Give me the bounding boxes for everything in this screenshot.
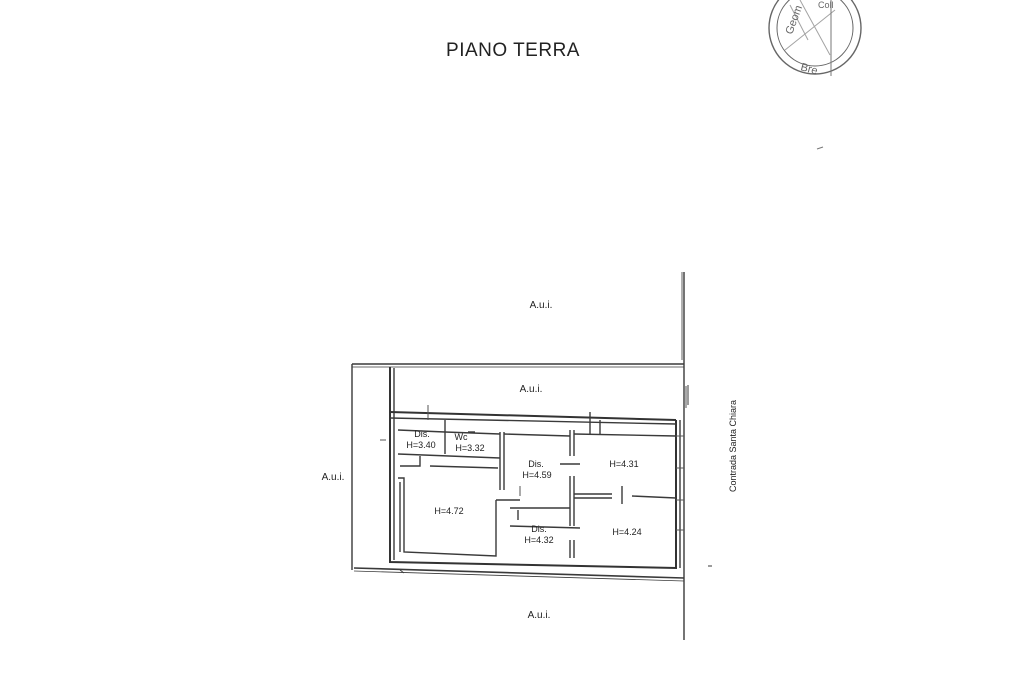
room-ne-height: H=4.31 (609, 459, 638, 469)
label-aui-north-far: A.u.i. (530, 300, 553, 311)
street-label: Contrada Santa Chiara (728, 400, 738, 492)
room-main-height: H=4.72 (434, 506, 463, 516)
svg-text:Bre: Bre (799, 61, 819, 77)
label-aui-south: A.u.i. (528, 610, 551, 621)
plan-title: PIANO TERRA (446, 40, 580, 61)
label-aui-west: A.u.i. (322, 472, 345, 483)
surveyor-stamp: Geom Bre Coll (768, 0, 862, 77)
room-dis-south-height: H=4.32 (524, 535, 553, 545)
room-wc-name: Wc (455, 432, 468, 442)
room-dis-south-name: Dis. (531, 524, 547, 534)
label-aui-north-near: A.u.i. (520, 384, 543, 395)
room-dis-left-name: Dis. (414, 429, 430, 439)
building-walls (380, 367, 687, 570)
svg-text:Coll: Coll (818, 0, 834, 10)
room-dis-center-height: H=4.59 (522, 470, 551, 480)
room-dis-center-name: Dis. (528, 459, 544, 469)
room-dis-left-height: H=3.40 (406, 440, 435, 450)
svg-text:Geom: Geom (784, 4, 806, 36)
site-boundary-lines (351, 272, 712, 640)
room-wc-height: H=3.32 (455, 443, 484, 453)
room-se-height: H=4.24 (612, 527, 641, 537)
